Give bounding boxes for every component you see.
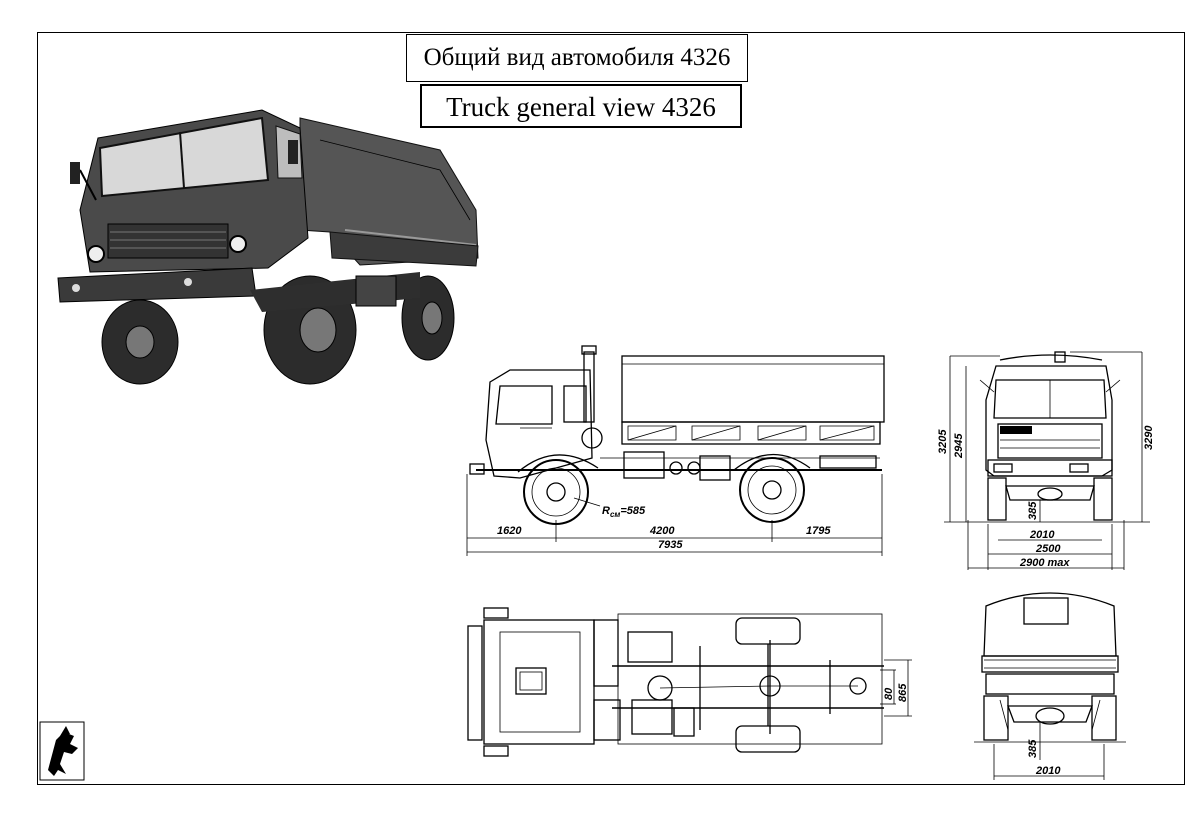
kamaz-logo [39,721,85,781]
body-width-dim: 2500 [1035,543,1061,555]
front-overhang-dim: 1620 [497,525,522,537]
frame-inner-dim: 80 [883,687,895,700]
rear-overhang-dim: 1795 [806,525,831,537]
wheelbase-dim: 4200 [649,525,675,537]
turn-radius-label: Rсм=585 [602,505,646,519]
max-width-dim: 2900 max [1019,557,1070,569]
hood-height-dim: 2945 [953,433,965,459]
truck-photo [57,109,479,385]
top-view-drawing: 80 865 [467,607,912,757]
side-view-drawing: Rсм=585 1620 4200 1795 7935 [466,345,885,556]
overall-length-dim: 7935 [658,539,683,551]
drawing-frame [37,32,1185,785]
title-english: Truck general view 4326 [420,84,742,128]
cab-height-dim: 3205 [937,429,949,454]
front-track-dim: 2010 [1029,529,1055,541]
frame-outer-dim: 865 [897,683,909,702]
total-height-dim: 3290 [1143,425,1155,450]
rear-track-dim: 2010 [1035,765,1061,777]
front-clearance-dim: 385 [1027,501,1039,520]
rear-clearance-dim: 385 [1027,739,1039,758]
front-view-drawing: 3205 2945 3290 385 2010 2500 2900 max [937,351,1155,570]
rear-view-drawing: 385 2010 [974,592,1126,780]
title-russian: Общий вид автомобиля 4326 [406,34,748,82]
